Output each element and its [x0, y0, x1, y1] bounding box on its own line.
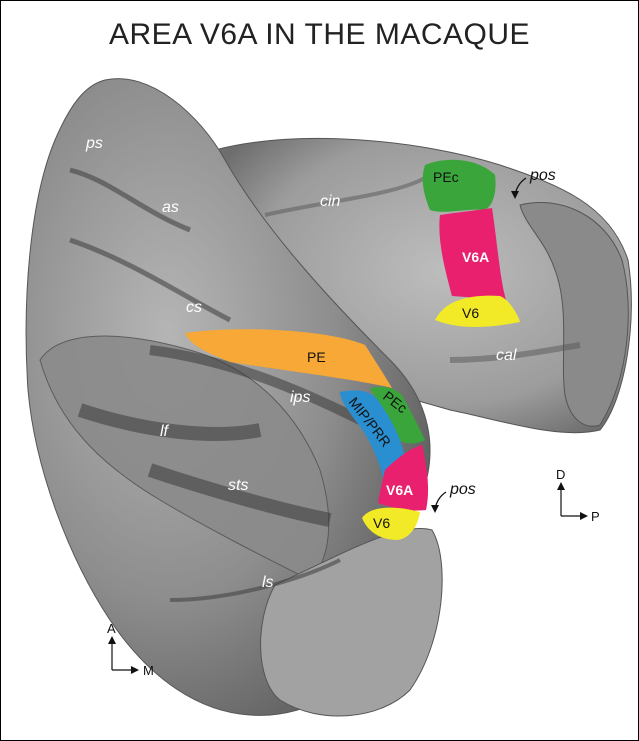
- orientation-medial: D P: [556, 467, 600, 524]
- axis-p: P: [591, 509, 600, 524]
- label-pos-top: pos: [529, 167, 556, 184]
- label-ips: ips: [290, 389, 310, 406]
- label-sts: sts: [228, 477, 248, 494]
- label-v6-bottom: V6: [373, 515, 390, 531]
- label-pec-top: PEc: [433, 169, 459, 185]
- label-cs: cs: [186, 299, 202, 316]
- pec-top-area: [423, 160, 496, 212]
- label-v6a-top: V6A: [462, 249, 489, 265]
- axis-a: A: [107, 621, 116, 636]
- axis-m: M: [143, 663, 154, 678]
- label-pe: PE: [307, 349, 326, 365]
- label-ps: ps: [85, 135, 103, 152]
- label-cin: cin: [320, 193, 341, 210]
- label-ls: ls: [262, 574, 274, 591]
- label-cal: cal: [496, 347, 517, 364]
- label-as: as: [162, 199, 179, 216]
- pos-bottom-arrowhead: [431, 505, 439, 513]
- axis-d: D: [556, 467, 565, 482]
- label-v6-top: V6: [462, 305, 479, 321]
- label-v6a-bottom: V6A: [386, 482, 413, 498]
- label-pos-bottom: pos: [449, 481, 476, 498]
